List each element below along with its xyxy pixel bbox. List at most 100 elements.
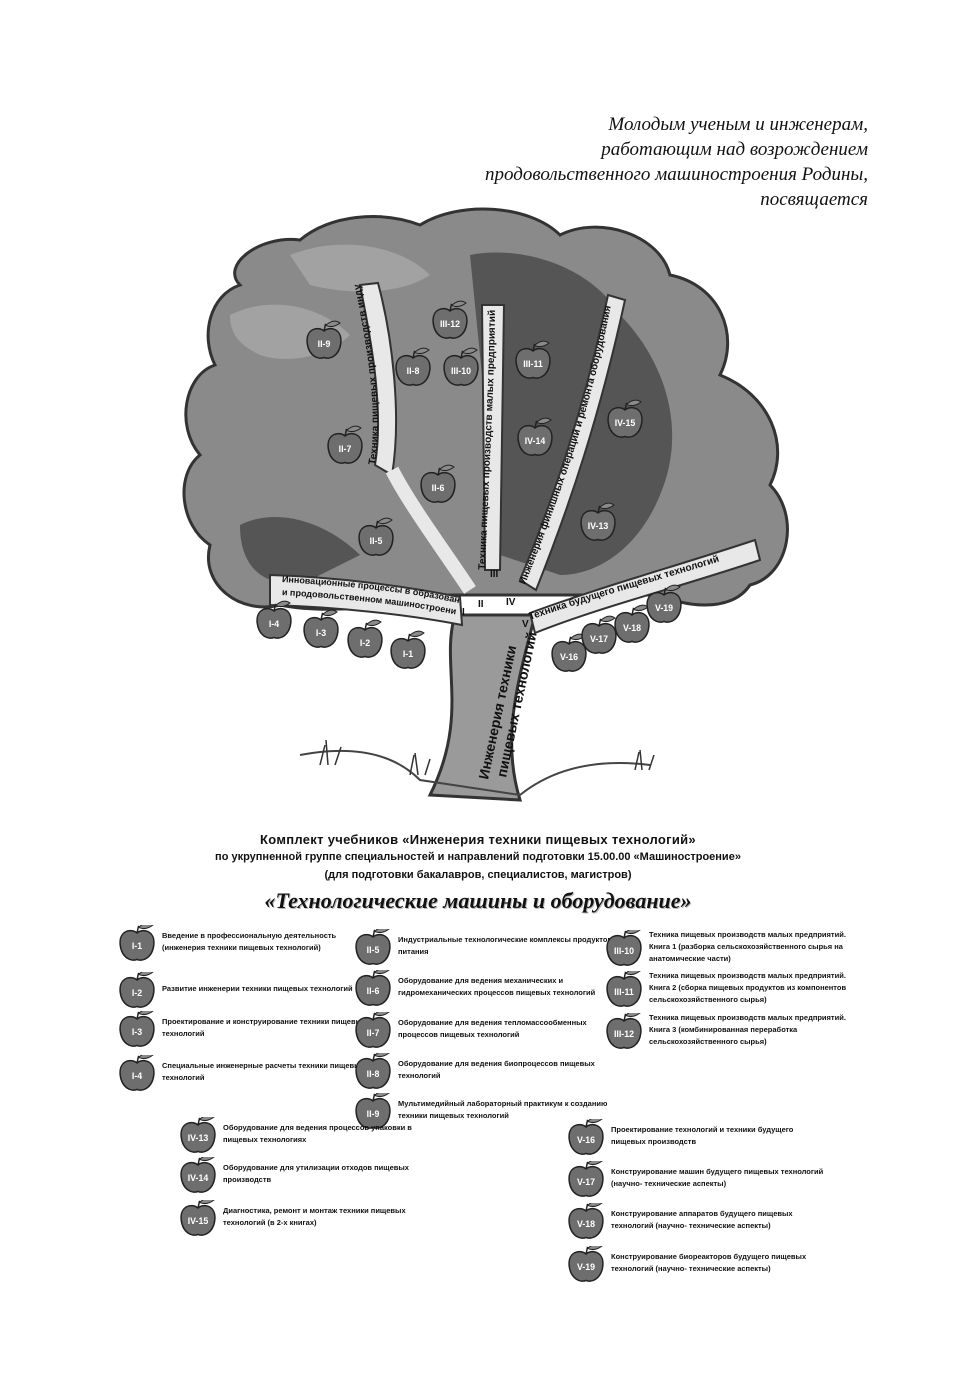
apple-label: II-8 bbox=[407, 366, 420, 376]
apple-label: II-5 bbox=[370, 536, 383, 546]
branch-roman-numeral: II bbox=[478, 599, 484, 610]
apple-label: III-11 bbox=[523, 359, 543, 369]
apple-v-16: V-16 bbox=[568, 1119, 604, 1155]
book-title: Конструирование биореакторов будущего пи… bbox=[611, 1252, 807, 1273]
apple-ii-5: II-5 bbox=[358, 517, 394, 556]
apple-label: III-11 bbox=[614, 987, 634, 997]
apple-label: II-8 bbox=[367, 1069, 380, 1079]
apple-label: IV-13 bbox=[188, 1133, 209, 1143]
legend-book-ii-8: II-8 Оборудование для ведения биопроцессо… bbox=[353, 1053, 613, 1089]
apple-ii-5: II-5 bbox=[355, 929, 391, 965]
apple-label: I-1 bbox=[403, 649, 413, 659]
book-title: Индустриальные технологические комплексы… bbox=[398, 935, 613, 956]
dedication: Молодым ученым и инженерам, работающим н… bbox=[485, 112, 868, 212]
apple-i-2: I-2 bbox=[347, 619, 383, 658]
apple-label: I-1 bbox=[132, 941, 142, 951]
book-tree-illustration: Техника пищевых производств индустриальн… bbox=[0, 195, 789, 802]
apple-iii-12: III-12 bbox=[606, 1013, 642, 1049]
apple-icon: IV-15 bbox=[178, 1200, 218, 1236]
dedication-line: посвящается bbox=[760, 189, 868, 210]
apple-label: II-7 bbox=[367, 1028, 380, 1038]
apple-iv-14: IV-14 bbox=[517, 417, 553, 456]
apple-iii-10: III-10 bbox=[443, 347, 479, 386]
trunk bbox=[299, 613, 651, 802]
apple-v-17: V-17 bbox=[581, 615, 617, 654]
book-title: Проектирование и конструирование техники… bbox=[162, 1017, 367, 1038]
apple-v-16: V-16 bbox=[551, 633, 587, 672]
apple-label: I-3 bbox=[316, 628, 326, 638]
apple-ii-9: II-9 bbox=[306, 320, 342, 359]
apple-iv-14: IV-14 bbox=[180, 1157, 216, 1193]
apple-ii-7: II-7 bbox=[355, 1012, 391, 1048]
book-title: Оборудование для ведения тепломассообмен… bbox=[398, 1018, 587, 1039]
apple-iv-13: IV-13 bbox=[580, 502, 616, 541]
legend-book-ii-9: II-9 Мультимедийный лабораторный практику… bbox=[353, 1093, 613, 1129]
book-title: Диагностика, ремонт и монтаж техники пищ… bbox=[223, 1206, 406, 1227]
apple-label: V-19 bbox=[655, 603, 673, 613]
dedication-line: Молодым ученым и инженерам, bbox=[608, 114, 868, 135]
branch-roman-numeral: III bbox=[490, 569, 499, 580]
apple-v-17: V-17 bbox=[568, 1161, 604, 1197]
apple-ii-6: II-6 bbox=[355, 970, 391, 1006]
apple-icon: III-12 bbox=[604, 1013, 644, 1049]
kit-audience: (для подготовки бакалавров, специалистов… bbox=[324, 869, 632, 881]
apple-label: III-12 bbox=[440, 319, 460, 329]
apple-icon: V-18 bbox=[566, 1203, 606, 1239]
book-title: Оборудование для утилизации отходов пище… bbox=[223, 1163, 409, 1184]
apple-i-2: I-2 bbox=[119, 972, 155, 1008]
book-title: Конструирование машин будущего пищевых т… bbox=[611, 1167, 824, 1188]
apple-label: V-17 bbox=[590, 634, 608, 644]
apple-label: V-16 bbox=[577, 1135, 595, 1145]
dedication-line: работающим над возрождением bbox=[601, 139, 868, 160]
apple-label: IV-15 bbox=[615, 418, 636, 428]
apple-icon: II-7 bbox=[353, 1012, 393, 1048]
apple-ii-8: II-8 bbox=[395, 347, 431, 386]
apple-icon: V-16 bbox=[566, 1119, 606, 1155]
apple-label: I-4 bbox=[269, 619, 279, 629]
branch-roman-numeral: V bbox=[522, 619, 529, 630]
book-title: Оборудование для ведения механических и … bbox=[398, 976, 596, 997]
apple-iv-15: IV-15 bbox=[180, 1200, 216, 1236]
apple-iv-13: IV-13 bbox=[180, 1117, 216, 1153]
apple-ii-6: II-6 bbox=[420, 464, 456, 503]
apple-label: I-2 bbox=[360, 638, 370, 648]
apple-iii-11: III-11 bbox=[515, 340, 551, 379]
book-title: Оборудование для ведения биопроцессов пи… bbox=[398, 1059, 595, 1080]
apple-iii-10: III-10 bbox=[606, 930, 642, 966]
legend-book-iv-15: IV-15 Диагностика, ремонт и монтаж техник… bbox=[178, 1200, 438, 1236]
apple-label: I-2 bbox=[132, 988, 142, 998]
kit-title: Комплект учебников «Инженерия техники пи… bbox=[260, 832, 696, 847]
apple-icon: II-5 bbox=[353, 929, 393, 965]
apple-i-3: I-3 bbox=[119, 1011, 155, 1047]
apple-icon: IV-14 bbox=[178, 1157, 218, 1193]
apple-iii-11: III-11 bbox=[606, 971, 642, 1007]
apple-label: I-3 bbox=[132, 1027, 142, 1037]
book-title: Специальные инженерные расчеты техники п… bbox=[162, 1061, 365, 1082]
tree-apples: I-1I-2I-3I-4II-5II-6II-7II-8II-9III-10II… bbox=[256, 300, 682, 672]
legend-book-i-3: I-3 Проектирование и конструирование техн… bbox=[117, 1011, 377, 1047]
apple-icon: IV-13 bbox=[178, 1117, 218, 1153]
apple-icon: III-11 bbox=[604, 971, 644, 1007]
apple-v-18: V-18 bbox=[568, 1203, 604, 1239]
legend-book-ii-7: II-7 Оборудование для ведения тепломассоо… bbox=[353, 1012, 613, 1048]
book-title: Техника пищевых производств малых предпр… bbox=[649, 1013, 846, 1046]
apple-icon: I-1 bbox=[117, 925, 157, 961]
apple-label: II-6 bbox=[432, 483, 445, 493]
apple-i-4: I-4 bbox=[256, 600, 292, 639]
book-title: Мультимедийный лабораторный практикум к … bbox=[398, 1099, 608, 1120]
apple-i-1: I-1 bbox=[390, 630, 426, 669]
apple-label: IV-14 bbox=[525, 436, 546, 446]
apple-icon: I-2 bbox=[117, 972, 157, 1008]
apple-ii-9: II-9 bbox=[355, 1093, 391, 1129]
